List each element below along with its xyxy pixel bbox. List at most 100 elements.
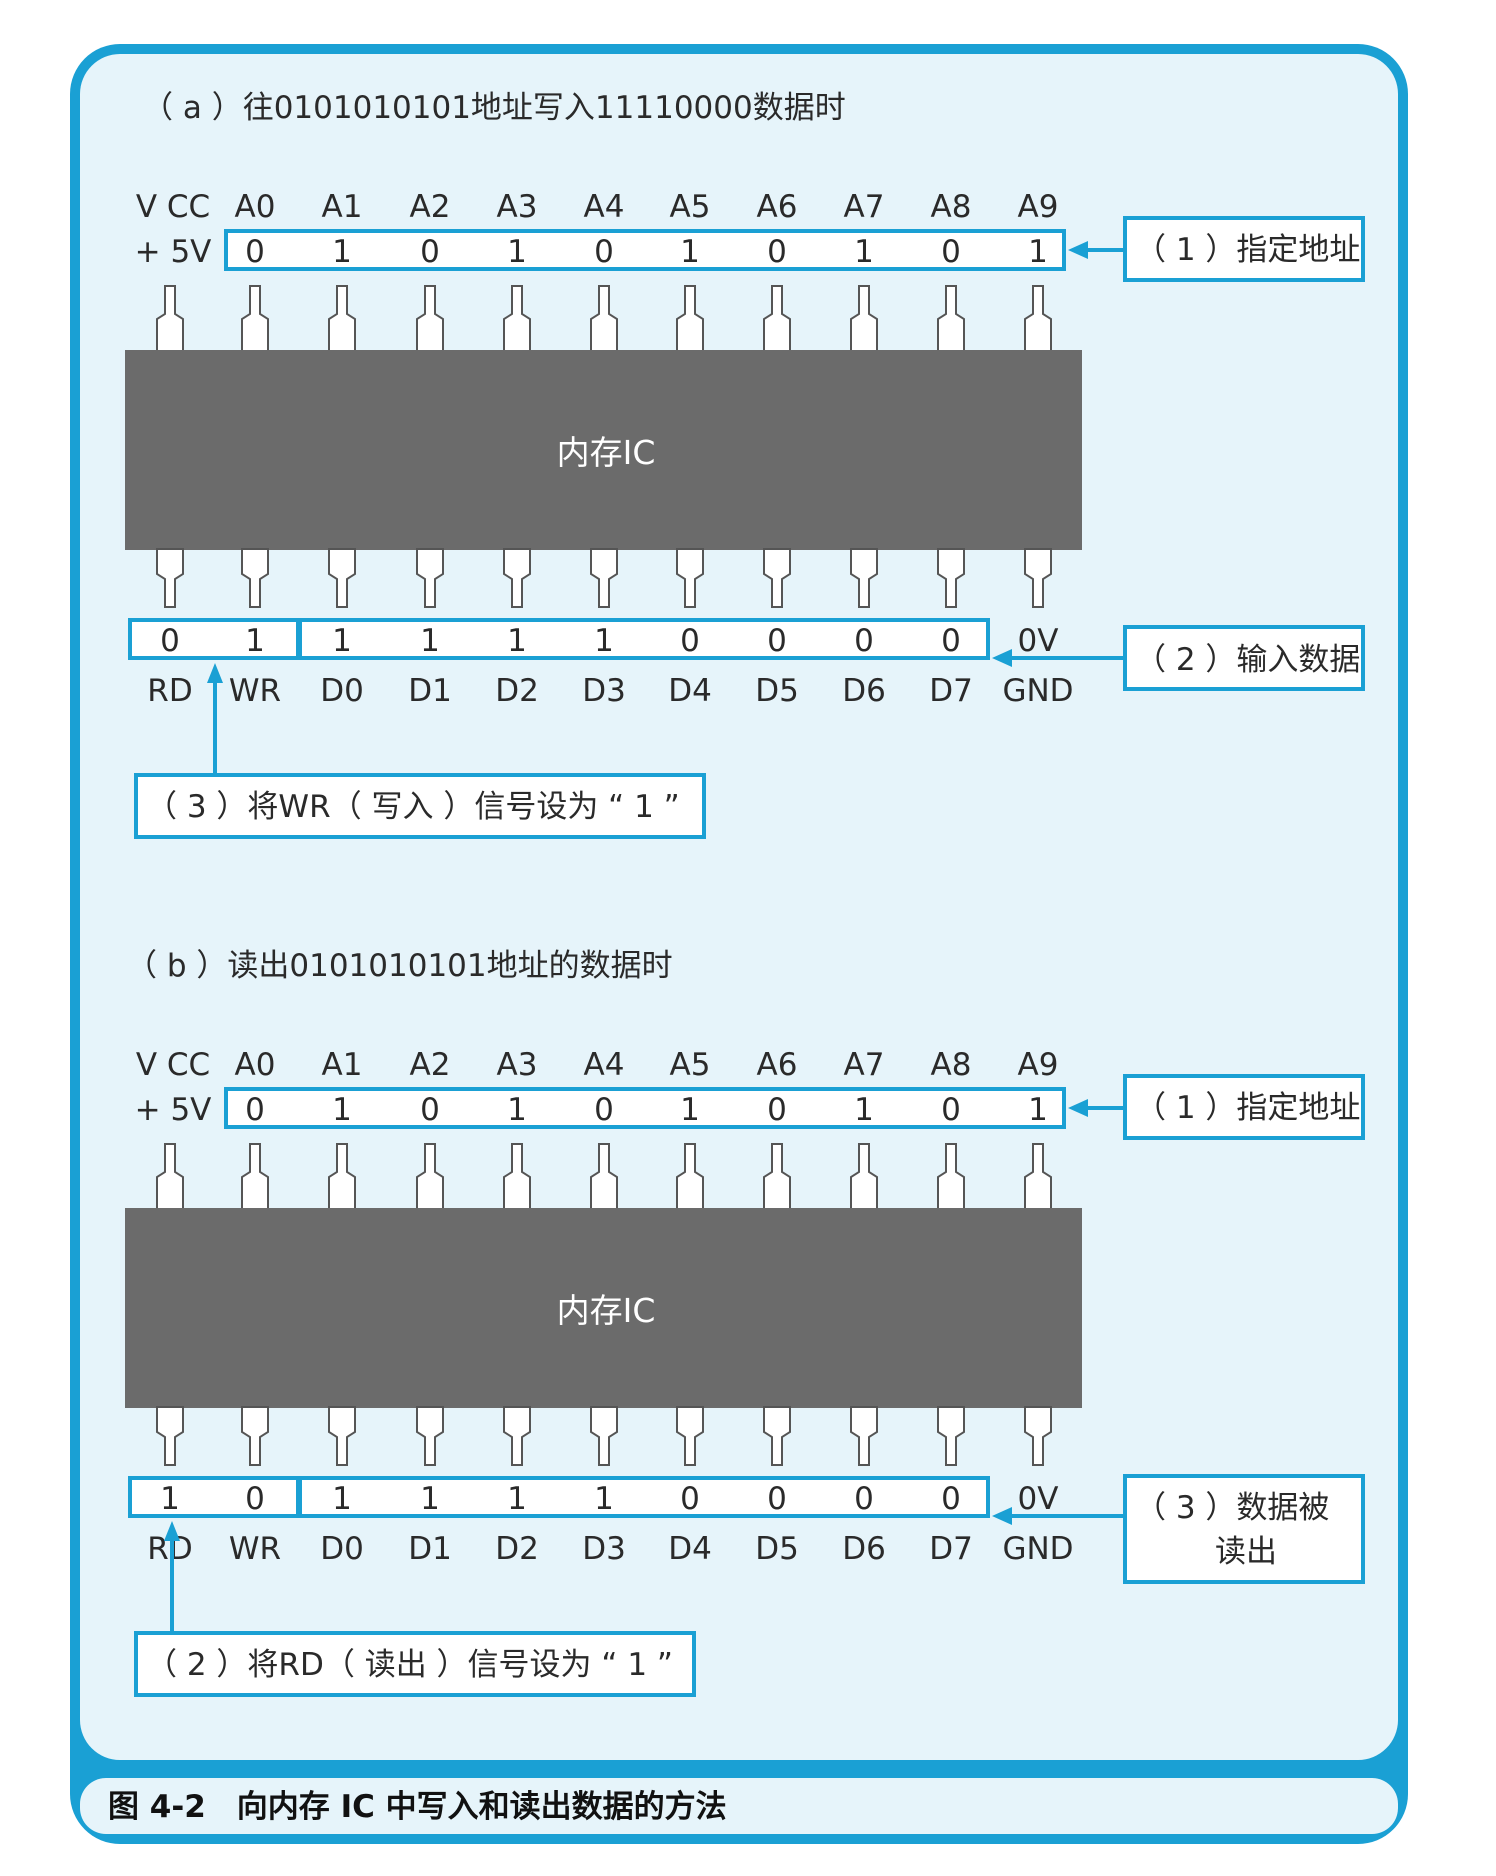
bottom-pin-label: D6 bbox=[842, 1531, 886, 1567]
ic-pin bbox=[590, 548, 618, 608]
address-pin-label: A3 bbox=[497, 189, 538, 225]
data-bit: 0 bbox=[941, 1481, 961, 1517]
address-pin-label: A4 bbox=[584, 1047, 625, 1083]
address-bit: 1 bbox=[507, 1092, 527, 1128]
address-bit: 0 bbox=[594, 1092, 614, 1128]
address-bit: 1 bbox=[680, 234, 700, 270]
data-bit: 1 bbox=[594, 623, 614, 659]
vcc-voltage-label: + 5V bbox=[135, 1092, 212, 1128]
callout-control-text: （ 3 ）将WR（ 写入 ）信号设为 “ 1 ” bbox=[146, 789, 680, 825]
data-bit: 1 bbox=[332, 623, 352, 659]
wr-value: 1 bbox=[245, 623, 265, 659]
bottom-pin-label: D0 bbox=[320, 673, 364, 709]
callout-arrow-head bbox=[164, 1521, 180, 1541]
ic-pin bbox=[763, 1406, 791, 1466]
memory-ic-label: 内存IC bbox=[557, 1291, 656, 1330]
wr-value: 0 bbox=[245, 1481, 265, 1517]
bottom-pin-label: WR bbox=[229, 673, 281, 709]
data-bit: 0 bbox=[941, 623, 961, 659]
ic-pin bbox=[503, 1406, 531, 1466]
address-bit: 1 bbox=[332, 234, 352, 270]
vcc-voltage-label: + 5V bbox=[135, 234, 212, 270]
callout-arrow-head bbox=[992, 1507, 1012, 1525]
address-pin-label: A0 bbox=[235, 1047, 276, 1083]
panel-write: （ a ）往0101010101地址写入11110000数据时 V CC + 5V A… bbox=[125, 90, 1365, 839]
ic-pin bbox=[676, 548, 704, 608]
vcc-label: V CC bbox=[136, 1047, 210, 1083]
callout-control-box bbox=[134, 773, 706, 839]
data-value-box bbox=[298, 618, 990, 660]
bottom-pin-label: D1 bbox=[408, 1531, 452, 1567]
address-bit: 0 bbox=[245, 1092, 265, 1128]
ic-pin bbox=[156, 548, 184, 608]
bottom-pin-label: D1 bbox=[408, 673, 452, 709]
address-pin-label: A9 bbox=[1018, 1047, 1059, 1083]
data-bit: 0 bbox=[680, 623, 700, 659]
ic-pin bbox=[937, 548, 965, 608]
ic-pin bbox=[590, 1406, 618, 1466]
data-value-box bbox=[298, 1476, 990, 1518]
gnd-value: 0V bbox=[1018, 623, 1059, 659]
callout-arrow-head bbox=[1068, 241, 1088, 259]
address-bit: 1 bbox=[854, 234, 874, 270]
bottom-pin-label: D4 bbox=[668, 1531, 712, 1567]
address-pin-label: A1 bbox=[322, 1047, 363, 1083]
memory-ic-chip bbox=[125, 350, 1082, 550]
panel-title: （ b ）读出0101010101地址的数据时 bbox=[126, 948, 673, 984]
memory-ic-label: 内存IC bbox=[557, 433, 656, 472]
control-value-box bbox=[128, 618, 300, 660]
data-bit: 1 bbox=[507, 623, 527, 659]
address-pin-label: A7 bbox=[844, 1047, 885, 1083]
address-pin-label: A6 bbox=[757, 1047, 798, 1083]
ic-pin bbox=[503, 548, 531, 608]
ic-pin bbox=[156, 1406, 184, 1466]
ic-pin bbox=[241, 1406, 269, 1466]
ic-pin bbox=[850, 548, 878, 608]
bottom-pin-label: D7 bbox=[929, 673, 973, 709]
callout-data-text: （ 2 ）输入数据 bbox=[1135, 642, 1360, 678]
bottom-pin-label: D0 bbox=[320, 1531, 364, 1567]
bottom-pin-label: D5 bbox=[755, 1531, 799, 1567]
callout-data-text: 读出 bbox=[1215, 1534, 1277, 1570]
address-pin-label: A2 bbox=[410, 189, 451, 225]
address-pin-label: A5 bbox=[670, 1047, 711, 1083]
bottom-pin-label: D2 bbox=[495, 1531, 539, 1567]
ic-pin bbox=[241, 548, 269, 608]
address-pin-label: A3 bbox=[497, 1047, 538, 1083]
panel-title: （ a ）往0101010101地址写入11110000数据时 bbox=[142, 90, 846, 126]
address-bit: 0 bbox=[420, 1092, 440, 1128]
address-bit: 0 bbox=[767, 234, 787, 270]
gnd-value: 0V bbox=[1018, 1481, 1059, 1517]
figure-caption: 图 4-2 向内存 IC 中写入和读出数据的方法 bbox=[108, 1789, 727, 1825]
callout-arrow-head bbox=[992, 649, 1012, 667]
address-pin-label: A5 bbox=[670, 189, 711, 225]
data-bit: 1 bbox=[332, 1481, 352, 1517]
data-bit: 1 bbox=[594, 1481, 614, 1517]
data-bit: 0 bbox=[680, 1481, 700, 1517]
callout-data-text: （ 3 ）数据被 bbox=[1135, 1490, 1329, 1526]
bottom-pin-label: D3 bbox=[582, 1531, 626, 1567]
address-bit: 0 bbox=[420, 234, 440, 270]
bottom-pin-label: GND bbox=[1002, 1531, 1073, 1567]
callout-control-box bbox=[134, 1631, 696, 1697]
vcc-label: V CC bbox=[136, 189, 210, 225]
address-bit: 1 bbox=[1028, 234, 1048, 270]
ic-pin bbox=[850, 1406, 878, 1466]
ic-pin bbox=[328, 1406, 356, 1466]
rd-value: 1 bbox=[160, 1481, 180, 1517]
address-pin-label: A1 bbox=[322, 189, 363, 225]
control-value-box bbox=[128, 1476, 300, 1518]
ic-pin bbox=[416, 1406, 444, 1466]
address-bit: 1 bbox=[854, 1092, 874, 1128]
bottom-pin-label: RD bbox=[147, 673, 192, 709]
data-bit: 1 bbox=[420, 623, 440, 659]
address-bit: 1 bbox=[680, 1092, 700, 1128]
bottom-pin-label: D5 bbox=[755, 673, 799, 709]
data-bit: 1 bbox=[420, 1481, 440, 1517]
address-value-box bbox=[224, 229, 1066, 271]
callout-address-text: （ 1 ）指定地址 bbox=[1135, 1090, 1360, 1126]
callout-data-box bbox=[1123, 1474, 1365, 1584]
address-pin-label: A4 bbox=[584, 189, 625, 225]
data-bit: 0 bbox=[767, 623, 787, 659]
